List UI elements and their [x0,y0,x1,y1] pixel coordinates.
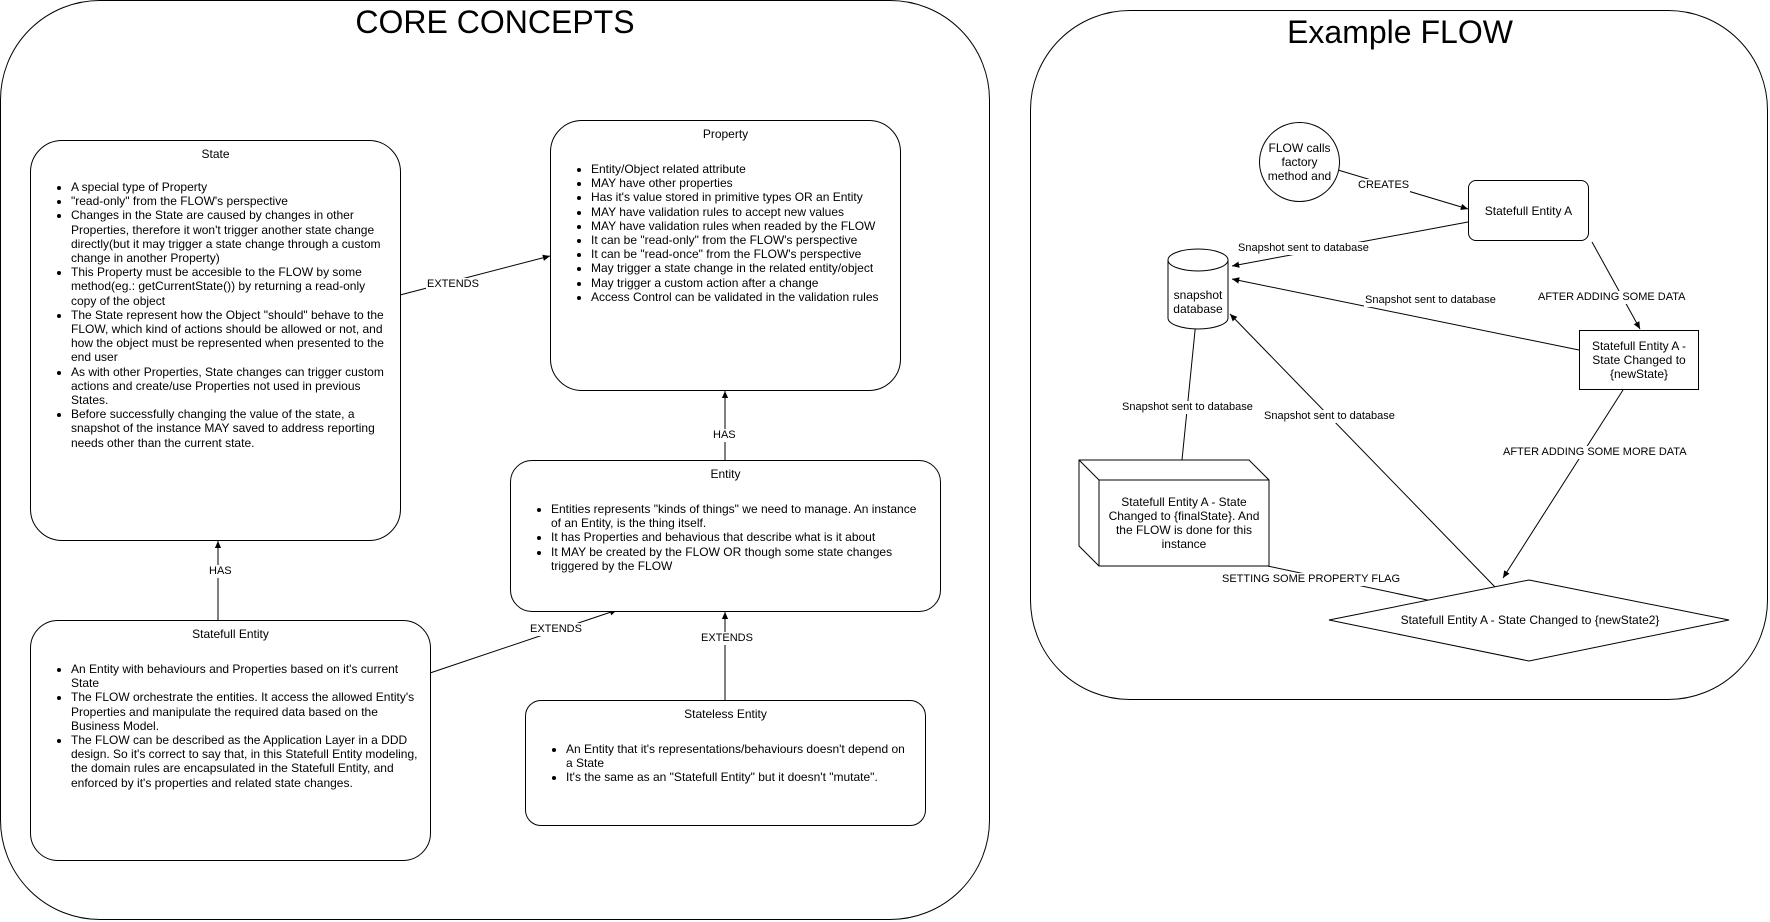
state-box: State A special type of Property "read-o… [30,140,401,541]
label-has-entity-property: HAS [712,429,737,442]
label-extends-state-property: EXTENDS [426,278,480,291]
list-item: It has Properties and behavious that des… [551,530,928,544]
property-list: Entity/Object related attribute MAY have… [551,162,888,304]
list-item: Entities represents "kinds of things" we… [551,502,928,530]
label-extends-stateless-entity: EXTENDS [700,632,754,645]
statefull-list: An Entity with behaviours and Properties… [31,662,418,790]
list-item: As with other Properties, State changes … [71,365,388,408]
flow-caller-text: FLOW calls factory method and [1267,141,1332,183]
list-item: An Entity that it's representations/beha… [566,742,913,770]
edge-newstate-db [1231,277,1580,351]
flow-database-label: snapshot database [1173,288,1223,316]
flow-database-icon [1167,248,1229,330]
flow-final-state-cube [1078,459,1270,567]
statefull-entity-box: Statefull Entity An Entity with behaviou… [30,620,431,861]
edge-newstate2-db [1229,313,1496,588]
label-snapshot-1: Snapshot sent to database [1237,242,1370,255]
list-item: It can be "read-only" from the FLOW's pe… [591,233,888,247]
label-property-flag: SETTING SOME PROPERTY FLAG [1221,573,1402,586]
flow-entity-a: Statefull Entity A [1468,180,1589,241]
list-item: It MAY be created by the FLOW OR though … [551,545,928,573]
property-title: Property [702,127,749,141]
edge-entity-a-newstate [1591,241,1641,330]
label-after-data: AFTER ADDING SOME DATA [1537,291,1687,304]
list-item: May trigger a custom action after a chan… [591,276,888,290]
list-item: MAY have validation rules to accept new … [591,205,888,219]
list-item: This Property must be accesible to the F… [71,265,388,308]
list-item: It's the same as an "Statefull Entity" b… [566,770,913,784]
flow-new-state: Statefull Entity A - State Changed to {n… [1579,330,1699,390]
flow-final-state-text: Statefull Entity A - State Changed to {f… [1108,495,1260,551]
list-item: A special type of Property [71,180,388,194]
list-item: MAY have validation rules when readed by… [591,219,888,233]
entity-title: Entity [710,467,741,481]
flow-new-state2-text: Statefull Entity A - State Changed to {n… [1400,613,1660,627]
core-concepts-title: CORE CONCEPTS [355,4,635,40]
stateless-list: An Entity that it's representations/beha… [526,742,913,785]
flow-new-state2-diamond [1328,579,1730,662]
state-list: A special type of Property "read-only" f… [31,180,388,450]
flow-caller-circle: FLOW calls factory method and [1259,122,1340,202]
label-extends-statefull-entity: EXTENDS [529,623,583,636]
list-item: The FLOW can be described as the Applica… [71,733,418,790]
list-item: Changes in the State are caused by chang… [71,208,388,265]
list-item: The FLOW orchestrate the entities. It ac… [71,690,418,733]
list-item: Before successfully changing the value o… [71,407,388,450]
list-item: It can be "read-once" from the FLOW's pe… [591,247,888,261]
stateless-title: Stateless Entity [684,707,767,721]
stateless-entity-box: Stateless Entity An Entity that it's rep… [525,700,926,826]
list-item: "read-only" from the FLOW's perspective [71,194,388,208]
edge-state-property [399,254,551,296]
list-item: Access Control can be validated in the v… [591,290,888,304]
list-item: The State represent how the Object "shou… [71,308,388,365]
state-title: State [201,147,230,161]
label-creates: CREATES [1357,179,1411,192]
statefull-title: Statefull Entity [192,627,269,641]
label-snapshot-4: Snapshot sent to database [1263,410,1396,423]
label-snapshot-2: Snapshot sent to database [1364,294,1497,307]
example-flow-title: Example FLOW [1287,14,1513,50]
flow-entity-a-text: Statefull Entity A [1484,203,1573,218]
entity-list: Entities represents "kinds of things" we… [511,502,928,573]
label-has-statefull-state: HAS [208,565,233,578]
label-snapshot-3: Snapshot sent to database [1121,401,1254,414]
list-item: May trigger a state change in the relate… [591,261,888,275]
list-item: An Entity with behaviours and Properties… [71,662,418,690]
entity-box: Entity Entities represents "kinds of thi… [510,460,941,612]
edge-statefull-entity [429,609,618,674]
edge-newstate-newstate2 [1502,389,1624,579]
list-item: Has it's value stored in primitive types… [591,190,888,204]
list-item: MAY have other properties [591,176,888,190]
flow-new-state-text: Statefull Entity A - State Changed to {n… [1591,339,1687,381]
label-after-more-data: AFTER ADDING SOME MORE DATA [1502,446,1688,459]
list-item: Entity/Object related attribute [591,162,888,176]
property-box: Property Entity/Object related attribute… [550,120,901,391]
